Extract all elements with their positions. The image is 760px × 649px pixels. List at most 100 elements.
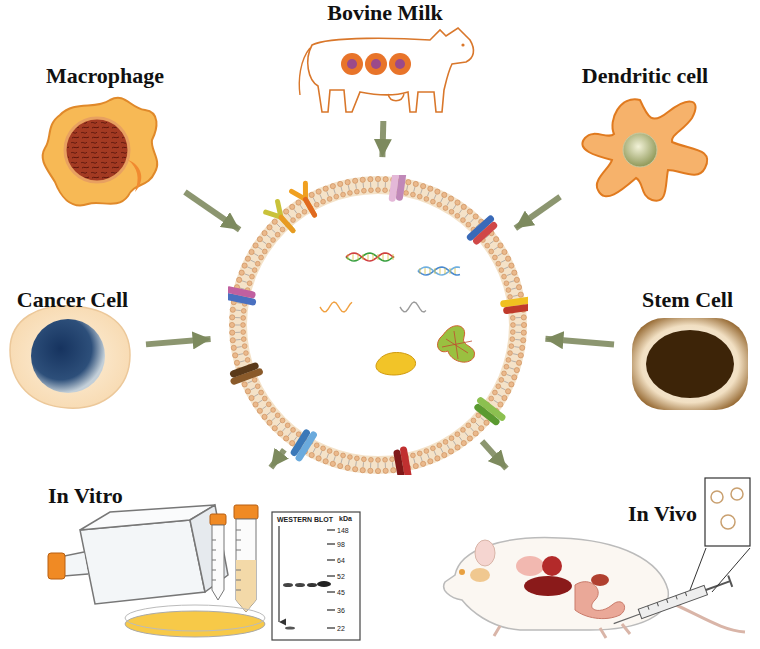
exosome-membrane <box>267 412 271 415</box>
exosome-membrane <box>242 382 247 387</box>
source-node: Macrophage <box>30 62 180 212</box>
exosome-membrane <box>262 241 266 244</box>
exosome-membrane <box>275 232 280 237</box>
exosome-membrane <box>465 214 500 247</box>
exosome-membrane <box>493 255 498 260</box>
exosome-membrane <box>262 396 267 401</box>
exosome-membrane <box>470 428 473 432</box>
exosome-membrane <box>435 189 440 194</box>
stem-cell <box>632 318 748 410</box>
exosome-membrane <box>288 426 318 462</box>
exosome-membrane <box>327 191 329 196</box>
exosome-membrane <box>237 346 242 348</box>
exosome-membrane <box>385 463 386 468</box>
exosome-membrane <box>240 361 245 362</box>
syringe <box>712 548 750 592</box>
exosome-membrane <box>368 468 373 473</box>
cancer-cell <box>10 306 130 408</box>
exosome-membrane <box>417 451 422 456</box>
exosome-membrane <box>443 440 448 445</box>
mouse <box>516 556 544 576</box>
exosome-membrane <box>509 281 514 283</box>
exosome-membrane <box>258 400 262 403</box>
source-node: Stem Cell <box>620 288 755 413</box>
exosome-membrane <box>513 354 518 355</box>
exosome-circle <box>228 175 528 475</box>
mouse <box>470 568 490 582</box>
mouse <box>494 624 630 638</box>
cow-outline <box>395 59 405 69</box>
exosome-membrane <box>514 368 519 373</box>
centrifuge-tubes <box>234 505 258 519</box>
exosome-membrane <box>234 360 239 365</box>
exosome-membrane <box>498 254 502 257</box>
exosome-membrane <box>508 351 513 356</box>
culture-flask <box>64 552 88 576</box>
exosome-membrane <box>228 285 258 306</box>
exosome-membrane <box>496 261 501 266</box>
exosome-membrane <box>465 432 468 436</box>
exosome-membrane <box>466 423 471 428</box>
exosome-membrane <box>228 175 528 475</box>
exosome-membrane <box>516 325 521 326</box>
exosome-membrane <box>494 247 498 250</box>
exosome-membrane <box>338 181 343 186</box>
exosome-membrane <box>498 394 502 397</box>
exosome-membrane <box>251 260 255 262</box>
exosome-membrane <box>259 255 264 260</box>
flow-arrow <box>482 441 506 468</box>
exosome-membrane <box>428 186 433 191</box>
exosome-membrane <box>521 315 526 320</box>
exosome-membrane <box>435 456 440 461</box>
exosome-membrane <box>272 229 276 232</box>
exosome-membrane <box>420 268 421 274</box>
exosome-membrane <box>346 253 394 261</box>
exosome-membrane <box>494 237 499 242</box>
exosome-membrane <box>515 339 520 341</box>
exosome-membrane <box>375 468 380 473</box>
exosome-membrane <box>288 214 291 218</box>
exosome-membrane <box>229 322 234 327</box>
exosome-membrane <box>278 431 283 436</box>
exosome-membrane <box>277 224 281 228</box>
cow-outline <box>308 28 474 112</box>
exosome-membrane <box>498 243 503 248</box>
macrophage-cell <box>43 98 158 206</box>
western-blot <box>327 530 335 628</box>
mouse <box>575 582 625 619</box>
macrophage-cell <box>43 98 158 206</box>
exosome-membrane <box>294 437 297 441</box>
exosome-membrane <box>390 457 395 462</box>
exosome-membrane <box>489 249 494 254</box>
exosome-membrane <box>316 456 321 461</box>
exosome-membrane <box>309 192 314 197</box>
exosome-membrane <box>511 323 516 328</box>
exosome-membrane <box>376 458 381 463</box>
exosome-membrane <box>421 456 423 461</box>
exosome-membrane <box>296 213 301 218</box>
exosome-membrane <box>255 261 260 266</box>
exosome-membrane <box>296 200 301 205</box>
exosome-membrane <box>424 197 429 202</box>
exosome-membrane <box>280 418 285 423</box>
exosome-membrane <box>245 256 250 261</box>
exosome-membrane <box>230 330 235 335</box>
exosome-membrane <box>431 199 436 204</box>
cow-outline <box>461 43 464 46</box>
exosome-membrane <box>254 254 258 257</box>
exosome-membrane <box>327 197 332 202</box>
exosome-membrane <box>511 288 516 289</box>
exosome-membrane <box>418 267 460 275</box>
exosome-membrane <box>242 281 247 283</box>
exosome-membrane <box>448 196 453 201</box>
exosome-membrane <box>455 445 460 450</box>
node-label: In Vivo <box>628 502 697 526</box>
exosome-membrane <box>291 218 296 223</box>
syringe <box>638 585 707 618</box>
exosome-membrane <box>512 375 517 380</box>
exosome-membrane <box>428 459 433 464</box>
exosome-membrane <box>513 295 518 296</box>
cow-outline <box>389 53 411 75</box>
exosome-membrane <box>481 417 485 420</box>
exosome-membrane <box>431 446 436 451</box>
